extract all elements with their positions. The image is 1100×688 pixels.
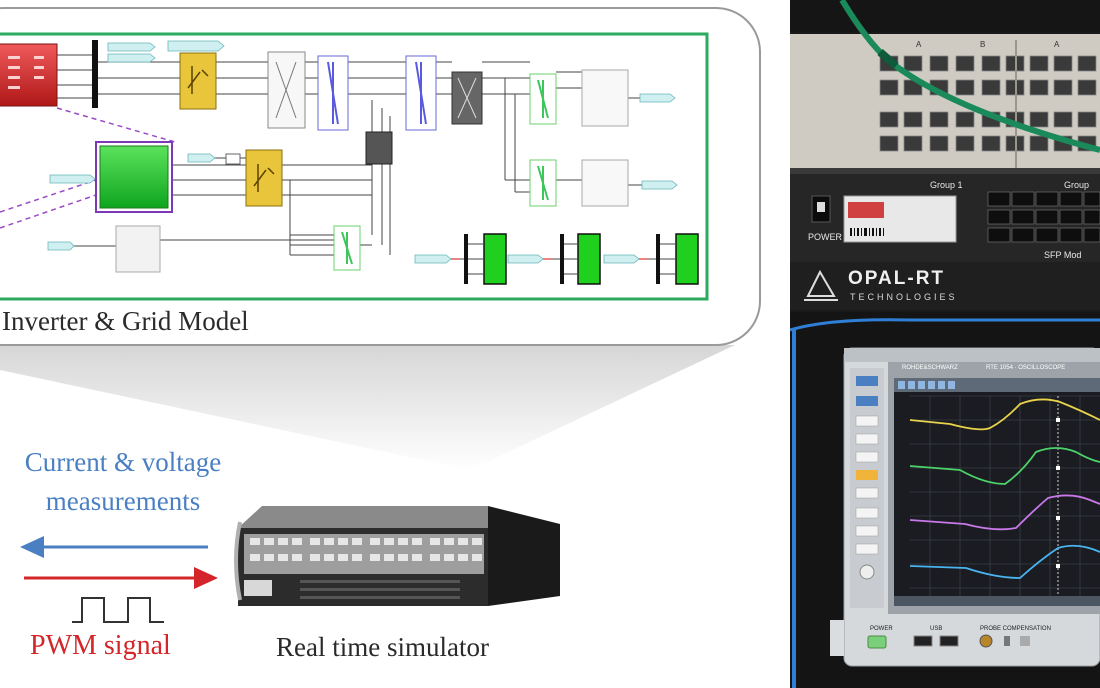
- scope-probe-label: PROBE COMPENSATION: [980, 626, 1051, 632]
- hardware-photo: A B A Group 1 Group POWER SFP Mod OPAL-R…: [790, 0, 1100, 688]
- trace-yellow: [909, 398, 1100, 431]
- opal-logo-mark: [806, 269, 836, 297]
- scope-brand: ROHDE&SCHWARZ: [902, 365, 958, 371]
- opal-brand-sub: TECHNOLOGIES: [850, 292, 958, 302]
- pwm-waveform: [72, 597, 164, 623]
- model-callout: Inverter & Grid Model Current & voltage …: [0, 7, 761, 662]
- trace-blue: [909, 544, 1100, 579]
- model-frame: [0, 32, 709, 301]
- pwm-label: PWM signal: [30, 630, 171, 661]
- port-label-a2: A: [1054, 40, 1060, 49]
- trace-green: [909, 447, 1100, 485]
- scope-1: [483, 233, 507, 285]
- sfp-ports: [987, 191, 1100, 243]
- port-label-a: A: [916, 40, 922, 49]
- scope-buttons: [855, 376, 879, 580]
- scope-bar-3: [656, 234, 660, 284]
- power-label: POWER: [808, 232, 843, 242]
- scope-bar-2: [560, 234, 564, 284]
- hardware-photo-graphics: [790, 0, 1100, 688]
- load-block-1: [581, 69, 629, 127]
- scope-power-button: [867, 635, 887, 649]
- breaker-bottom: [245, 149, 283, 207]
- dc-generator-block: [0, 43, 58, 107]
- bus-bar: [92, 40, 98, 108]
- pwm-arrow: [24, 567, 218, 589]
- pll-block: [115, 225, 161, 273]
- inverter-block: [99, 145, 169, 209]
- port-label-b: B: [980, 40, 986, 49]
- breaker-top: [179, 52, 217, 110]
- model-callout-graphics: [0, 7, 761, 623]
- scope-bar-1: [464, 234, 468, 284]
- small-transformer: [365, 131, 393, 165]
- group1-label: Group 1: [930, 180, 963, 190]
- simulator-device: [234, 506, 560, 606]
- sfp-label: SFP Mod: [1044, 250, 1082, 260]
- network-cable: [839, 0, 1100, 153]
- opal-brand-name: OPAL-RT: [848, 268, 946, 289]
- usb-port-1: [913, 635, 933, 647]
- group2-label: Group: [1064, 180, 1090, 190]
- scope-2: [577, 233, 601, 285]
- scope-usb-label: USB: [930, 626, 943, 632]
- measurement-arrow: [20, 536, 208, 558]
- scope-power-label: POWER: [870, 626, 893, 632]
- load-block-2: [581, 159, 629, 207]
- trace-purple: [909, 494, 1100, 531]
- callout-wedge: [0, 345, 735, 470]
- simulator-label: Real time simulator: [276, 632, 489, 662]
- model-caption: Inverter & Grid Model: [2, 306, 249, 336]
- usb-port-2: [939, 635, 959, 647]
- measurements-label-line2: measurements: [45, 486, 201, 516]
- scope-model: RTE 1054 · OSCILLOSCOPE: [986, 365, 1066, 371]
- scope-3: [675, 233, 699, 285]
- measurements-label-line1: Current & voltage: [24, 447, 222, 477]
- probe-connector: [979, 634, 993, 648]
